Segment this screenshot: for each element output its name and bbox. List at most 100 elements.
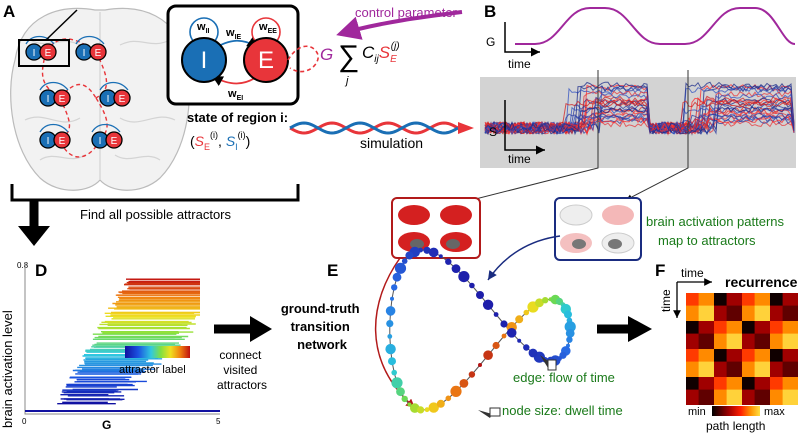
network-node xyxy=(401,258,408,264)
sim-trace xyxy=(484,81,795,135)
panel-label-a: A xyxy=(3,2,15,21)
region-label-i: I xyxy=(99,136,102,147)
pointer-blue xyxy=(487,235,561,281)
recurrence-subblock xyxy=(754,333,770,349)
recurrence-subblock xyxy=(754,305,770,321)
state-tuple: (SE(i), SI(i)) xyxy=(190,130,250,152)
state-label: state of region i: xyxy=(187,110,288,125)
recurrence-subblock xyxy=(698,305,714,321)
brain-thumbnails-white xyxy=(559,204,635,254)
region-label-i: I xyxy=(107,94,110,105)
region-label-e: E xyxy=(59,136,66,147)
colorbar-label: path length xyxy=(706,419,765,433)
tick-d-x-right: 5 xyxy=(216,417,221,426)
network-node xyxy=(385,343,396,355)
region-label-e: E xyxy=(59,94,66,105)
network-node xyxy=(493,312,499,317)
network-node xyxy=(436,399,445,408)
recurrence-matrix xyxy=(686,293,798,405)
zoom-source-box xyxy=(18,39,70,67)
recurrence-subblock xyxy=(726,389,742,405)
region-node-e xyxy=(53,131,71,149)
recurrence-subblock xyxy=(686,349,699,362)
network-node xyxy=(459,379,469,388)
recurrence-subblock xyxy=(742,321,755,334)
weight-ii: wII xyxy=(196,21,210,35)
pointer-right xyxy=(625,70,689,201)
recurrence-subblock xyxy=(714,321,727,334)
recurrence-subblock xyxy=(754,361,770,377)
network-node xyxy=(392,272,402,282)
simulation-label: simulation xyxy=(360,135,423,151)
panel-label-f: F xyxy=(655,261,665,280)
connect-visited-label: connect visited attractors xyxy=(217,348,267,392)
control-arrow xyxy=(336,10,463,40)
brain-patterns-note: brain activation patterns map to attract… xyxy=(646,214,788,248)
axis-c-x: time xyxy=(508,152,531,166)
network-node xyxy=(396,387,405,397)
network-node xyxy=(394,262,407,274)
network-node xyxy=(506,328,517,338)
network-node xyxy=(407,402,412,407)
recurrence-subblock xyxy=(686,377,699,390)
network-node xyxy=(438,254,443,259)
colorbar-min: min xyxy=(688,406,706,418)
zoom-connector xyxy=(45,9,78,41)
recurrence-subblock xyxy=(770,349,783,362)
network-title: ground-truth transition network xyxy=(281,301,363,352)
region-node-e xyxy=(39,43,57,61)
edge-note: edge: flow of time xyxy=(513,370,615,385)
axes-b xyxy=(504,22,540,57)
recurrence-subblock xyxy=(782,333,798,349)
bracket xyxy=(10,184,300,202)
network-node xyxy=(566,336,573,343)
network-node xyxy=(428,247,439,258)
simulation-traces xyxy=(484,81,795,136)
axis-b-y: G xyxy=(486,35,495,49)
region-label-e: E xyxy=(45,48,52,59)
network-node xyxy=(445,258,452,265)
bifurcation-plot xyxy=(25,278,220,412)
down-arrow-head xyxy=(18,226,50,246)
control-signal xyxy=(515,7,796,45)
network-node xyxy=(523,344,530,351)
network-node xyxy=(428,402,439,413)
attractor-label: attractor label xyxy=(119,364,186,376)
coupling-j: j xyxy=(344,75,349,87)
node-note: node size: dwell time xyxy=(502,403,623,418)
recurrence-subblock xyxy=(742,377,755,390)
network-node xyxy=(391,284,398,291)
region-node-e xyxy=(89,43,107,61)
brain-thumbnails-red xyxy=(398,205,472,252)
network-node xyxy=(388,357,396,366)
region-node-e xyxy=(113,89,131,107)
network-node xyxy=(469,282,475,289)
network-node xyxy=(401,395,408,403)
recurrence-subblock xyxy=(726,305,742,321)
recurrence-subblock xyxy=(782,305,798,321)
sim-trace xyxy=(484,100,795,135)
region-node-e xyxy=(53,89,71,107)
network-node xyxy=(451,264,461,273)
network-node xyxy=(385,306,396,316)
network-node xyxy=(386,320,394,328)
recurrence-subblock xyxy=(782,361,798,377)
network-node xyxy=(517,338,522,343)
axis-b-x: time xyxy=(508,57,531,71)
find-attractors-label: Find all possible attractors xyxy=(80,207,232,222)
axes-c xyxy=(504,100,545,155)
panel-label-d: D xyxy=(35,261,47,280)
pointer-left xyxy=(447,70,599,208)
network-node xyxy=(468,371,476,378)
recurrence-subblock xyxy=(686,321,699,334)
network-node xyxy=(564,321,576,333)
coupling-g: G xyxy=(320,45,333,64)
recurrence-subblock xyxy=(714,349,727,362)
control-parameter-label: control parameter xyxy=(355,5,458,20)
tick-d-x-left: 0 xyxy=(22,417,27,426)
recurrence-subblock xyxy=(770,293,783,306)
network-node xyxy=(542,297,549,304)
sim-trace xyxy=(484,112,795,135)
recurrence-subblock xyxy=(782,389,798,405)
